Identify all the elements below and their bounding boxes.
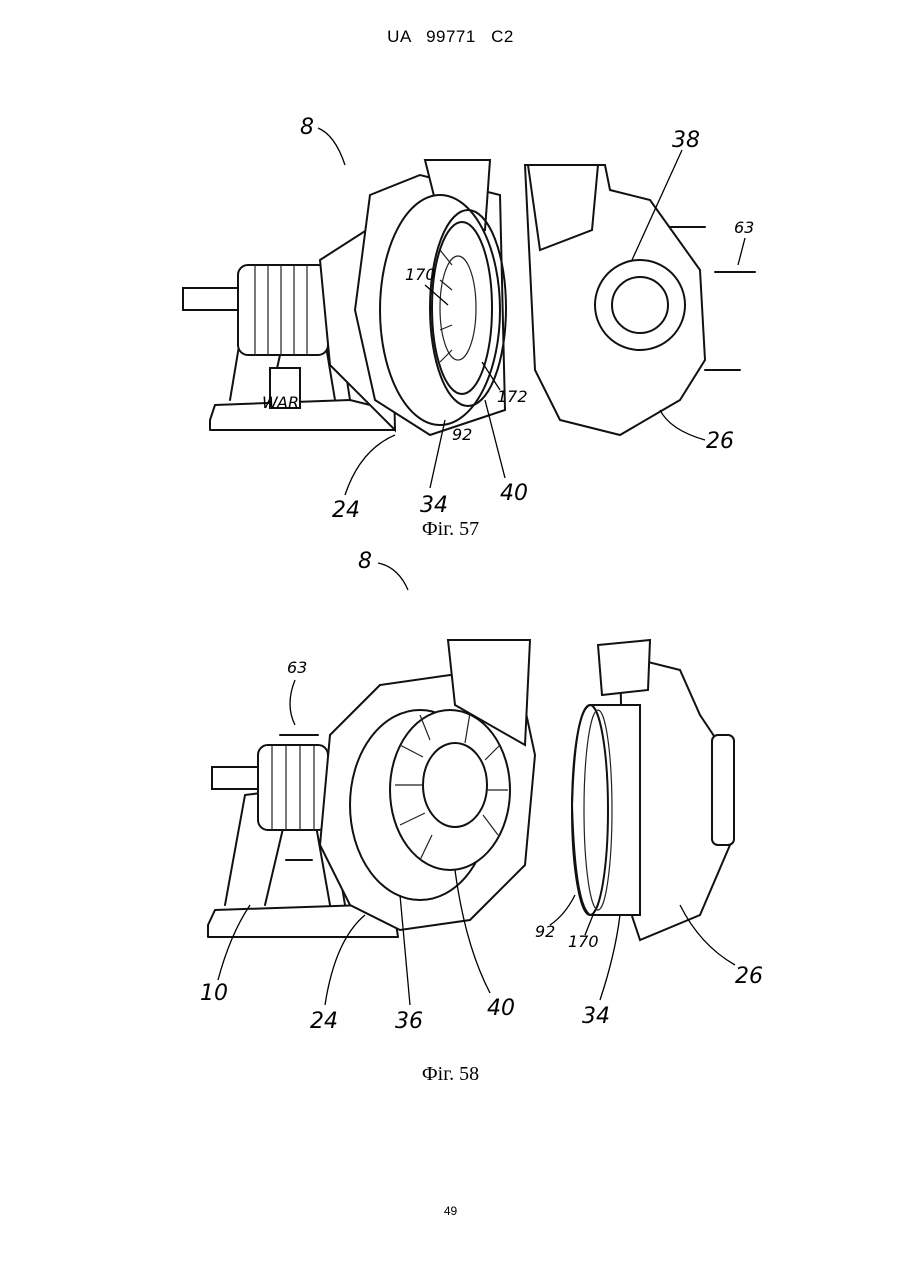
ref-63: 63 — [734, 218, 754, 237]
leader-8 — [318, 128, 345, 165]
ref-170: 170 — [568, 932, 599, 951]
ref-92: 92 — [452, 425, 472, 444]
ref-92: 92 — [535, 922, 555, 941]
leader-8 — [378, 563, 408, 590]
figure-58-drawing: 8 63 10 24 36 40 92 170 34 26 — [0, 545, 901, 1045]
ref-40: 40 — [500, 481, 528, 506]
bearing-housing — [238, 265, 328, 355]
leader-26 — [660, 410, 705, 440]
leader-24 — [325, 915, 365, 1005]
ref-10: 10 — [200, 981, 228, 1006]
patent-number-header: UA 99771 C2 — [0, 27, 901, 47]
leader-24 — [345, 435, 395, 495]
ref-24: 24 — [332, 498, 360, 520]
page-number: 49 — [0, 1204, 901, 1218]
leader-10 — [218, 905, 250, 980]
ref-24: 24 — [310, 1009, 338, 1034]
ref-26: 26 — [706, 429, 734, 454]
ref-63: 63 — [287, 658, 307, 677]
figure-57-drawing: WAR 8 38 63 170 172 92 26 24 34 40 — [0, 100, 901, 520]
liner-34 — [572, 705, 640, 915]
leader-92 — [550, 895, 575, 925]
pump-base-frame — [210, 400, 395, 430]
discharge-branch-right — [598, 640, 650, 695]
leader-63 — [738, 238, 745, 265]
ref-8: 8 — [358, 549, 372, 574]
ref-170: 170 — [405, 265, 436, 284]
ref-34: 34 — [420, 493, 448, 518]
ref-34: 34 — [582, 1004, 610, 1029]
leader-34 — [600, 915, 620, 1000]
ref-8: 8 — [300, 115, 314, 140]
bearing-housing — [258, 745, 328, 830]
ref-172: 172 — [497, 387, 528, 406]
ref-38: 38 — [672, 128, 700, 153]
stamp-text: WAR — [262, 393, 299, 412]
leader-63 — [290, 680, 295, 725]
ref-26: 26 — [735, 964, 763, 989]
ref-40: 40 — [487, 996, 515, 1021]
end-cover — [712, 735, 734, 845]
ref-36: 36 — [395, 1009, 423, 1034]
figure-58-caption: Фіг. 58 — [0, 1063, 901, 1086]
figure-57-caption: Фіг. 57 — [0, 518, 901, 541]
throat-bush-38 — [595, 260, 685, 350]
